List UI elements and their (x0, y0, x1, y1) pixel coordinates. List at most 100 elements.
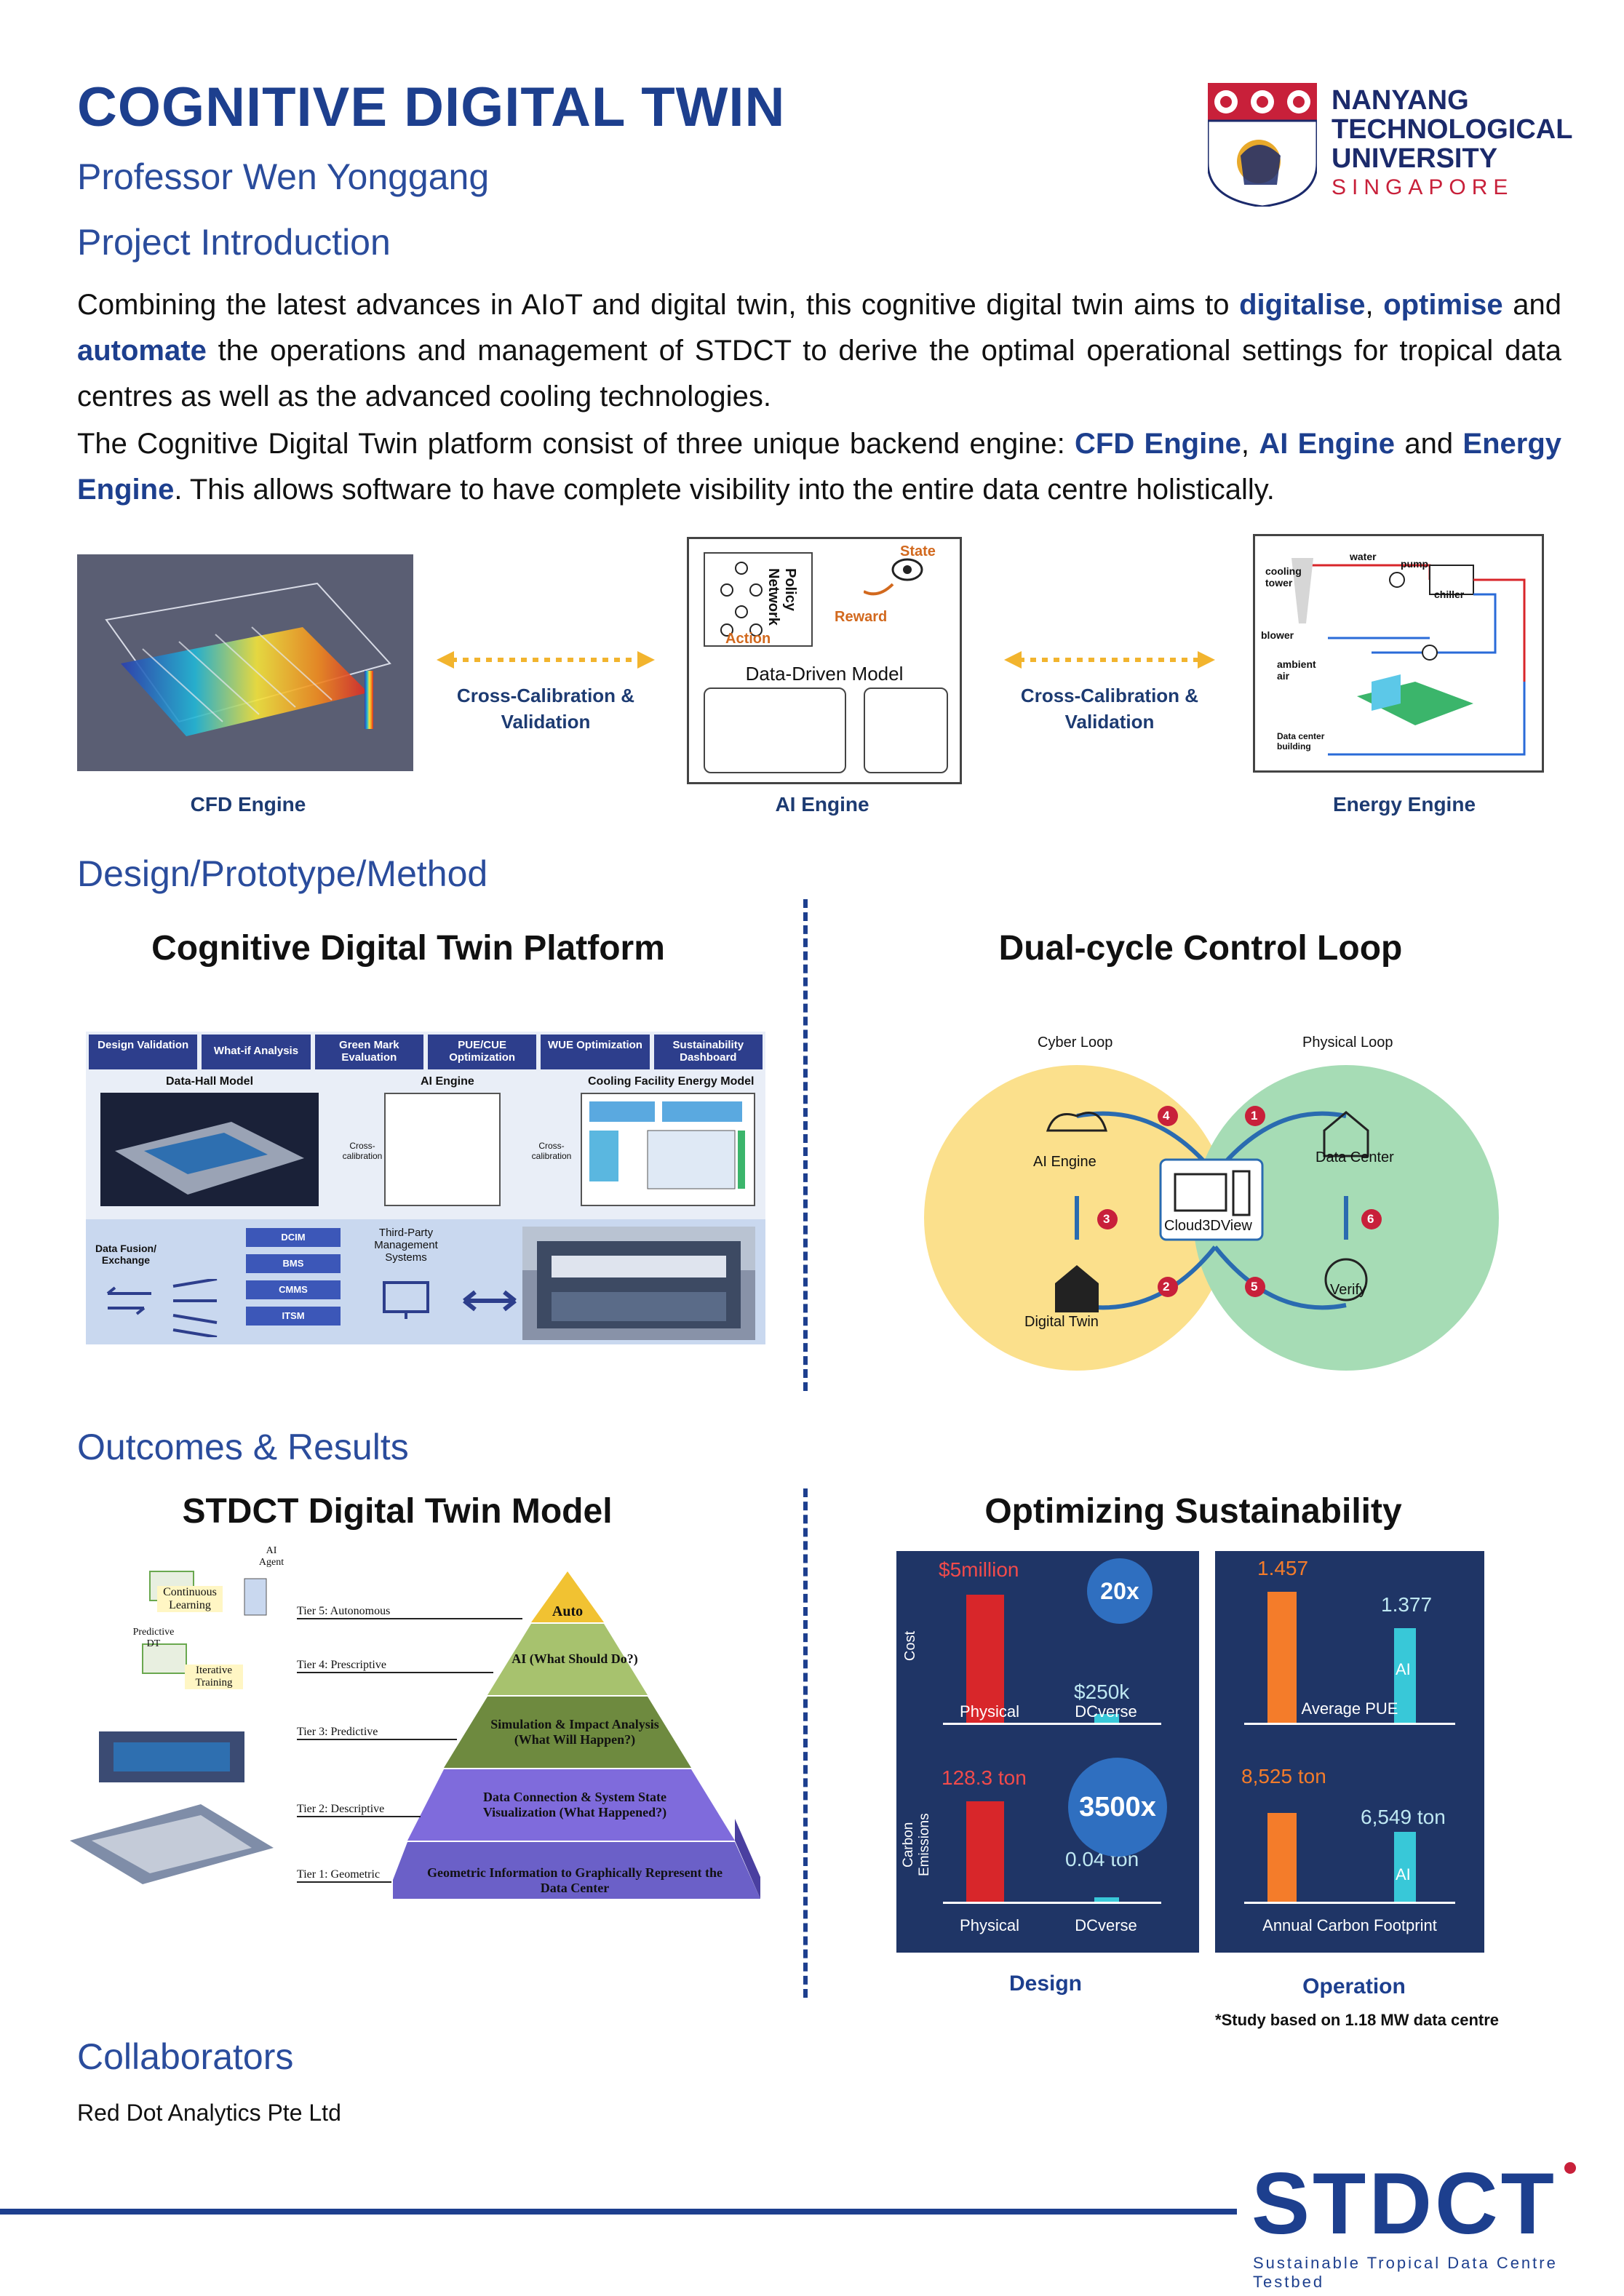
carbon-cat-1: Physical (960, 1916, 1019, 1934)
platform-diagram: Design Validation What-if Analysis Green… (86, 1032, 765, 1344)
step-3: 3 (1103, 1212, 1110, 1226)
tier-2-label: Tier 2: Descriptive (297, 1803, 421, 1817)
energy-water-1: water (1350, 551, 1377, 562)
tier-4-level (487, 1624, 648, 1695)
ai-action-label: Action (725, 631, 771, 647)
brain-head-icon (1324, 1258, 1368, 1302)
intro-p2-e: and (1395, 428, 1463, 460)
ai-state-label: State (900, 543, 936, 559)
intro-p1-a: Combining the latest advances in AIoT an… (77, 289, 1240, 321)
ai-engine-small-label: AI Engine (421, 1075, 474, 1088)
cyber-loop-label: Cyber Loop (1038, 1035, 1113, 1051)
author-name: Professor Wen Yonggang (77, 156, 490, 197)
tier-4-label: Tier 4: Prescriptive (297, 1659, 493, 1673)
double-arrow-icon-2 (1004, 651, 1215, 669)
exchange-arrows-icon (106, 1279, 218, 1337)
cooling-render (589, 1101, 745, 1189)
pue-ai-tag: AI (1396, 1660, 1411, 1678)
tier-3-text: Simulation & Impact Analysis (What Will … (490, 1717, 659, 1747)
collab-name: Red Dot Analytics Pte Ltd (77, 2100, 341, 2126)
cost-baseline (943, 1723, 1161, 1725)
cooling-label: Cooling Facility Energy Model (588, 1075, 755, 1088)
loop-cloud3dview: Cloud3DView (1164, 1218, 1252, 1234)
system-item: ITSM (246, 1307, 341, 1326)
datahall-label: Data-Hall Model (166, 1075, 254, 1088)
intro-p1-g: the operations and management of STDCT t… (77, 335, 1561, 412)
system-item: CMMS (246, 1280, 341, 1299)
third-party-label: Third-Party Management Systems (374, 1227, 438, 1264)
study-note: *Study based on 1.18 MW data centre (1215, 2011, 1499, 2029)
ntu-crest-icon (1208, 83, 1317, 207)
cross-calibration-label-1: Cross-Calibration & Validation (437, 682, 655, 735)
tier-5-label: Tier 5: Autonomous (297, 1605, 522, 1619)
acf-chart: 8,525 ton 6,549 ton AI Annual Carbon Foo… (1215, 1743, 1484, 1953)
data-driven-model-label: Data-Driven Model (745, 663, 904, 685)
intro-p1-c: , (1365, 289, 1384, 321)
tier-5-text: Auto (552, 1603, 584, 1619)
cost-ratio-badge: 20x (1087, 1558, 1153, 1624)
tier-pyramid (393, 1571, 760, 1899)
carbon-ratio-badge: 3500x (1068, 1758, 1167, 1857)
dt-illustrations (70, 1571, 274, 1884)
ntu-line3: UNIVERSITY (1332, 143, 1498, 174)
intro-p2-d: AI Engine (1259, 428, 1395, 460)
ntu-logo-text: NANYANG TECHNOLOGICAL UNIVERSITY SINGAPO… (1332, 86, 1572, 202)
cost-axis: Cost (902, 1631, 918, 1662)
control-loop-diagram (924, 1065, 1499, 1371)
digital-twin-house-icon (1055, 1265, 1099, 1312)
cost-bar-physical (966, 1595, 1004, 1723)
building-render (522, 1227, 755, 1328)
network-icon (720, 562, 763, 637)
dt-model-title: STDCT Digital Twin Model (182, 1492, 613, 1531)
datahall-render (115, 1122, 304, 1195)
ntu-line4: SINGAPORE (1332, 175, 1514, 199)
loop-ai-engine: AI Engine (1033, 1154, 1096, 1170)
cross-cal-small-2: Cross- calibration (531, 1141, 572, 1161)
system-item: BMS (246, 1254, 341, 1273)
iterative-training: Iterative Training (185, 1665, 243, 1689)
cloud3dview-box (1159, 1158, 1264, 1241)
acf-bar-2 (1394, 1832, 1416, 1902)
loop-verify: Verify (1330, 1282, 1367, 1298)
tier-3-label: Tier 3: Predictive (297, 1726, 457, 1740)
policy-network-box: Policy Network (704, 552, 813, 647)
ai-agent-label: AI Agent (258, 1545, 284, 1568)
tier-1-text: Geometric Information to Graphically Rep… (426, 1865, 723, 1895)
predictive-dt-label: Predictive DT (132, 1627, 175, 1649)
intro-paragraph-2: The Cognitive Digital Twin platform cons… (77, 421, 1561, 513)
energy-loop-icon (1291, 558, 1526, 756)
model-box-1 (704, 687, 846, 773)
fusion-label: Data Fusion/ Exchange (95, 1243, 156, 1266)
ai-engine-mini (384, 1093, 501, 1206)
pue-chart: 1.457 1.377 AI (1215, 1551, 1484, 1743)
datahall-image (100, 1093, 319, 1206)
acf-value-1: 8,525 ton (1241, 1765, 1326, 1787)
outcomes-heading: Outcomes & Results (77, 1427, 409, 1467)
tier-5-level (531, 1571, 604, 1622)
design-divider (803, 899, 808, 1391)
acf-ai-tag: AI (1396, 1865, 1411, 1884)
system-list: DCIM BMS CMMS ITSM (246, 1228, 341, 1326)
cloud-monitor-icon (1174, 1173, 1227, 1212)
platform-tab: Design Validation (89, 1035, 198, 1069)
step-1: 1 (1251, 1109, 1258, 1123)
cost-value-1: $5million (939, 1558, 1019, 1581)
design-heading: Design/Prototype/Method (77, 853, 488, 894)
policy-network-text: Policy Network (765, 568, 798, 626)
operation-label: Operation (1302, 1974, 1406, 1998)
intro-p1-b: digitalise (1239, 289, 1366, 321)
cost-value-2: $250k (1074, 1681, 1130, 1703)
intro-heading: Project Introduction (77, 222, 391, 263)
page-title: COGNITIVE DIGITAL TWIN (77, 76, 786, 138)
intro-p1-f: automate (77, 335, 207, 367)
carbon-cat-2: DCverse (1075, 1916, 1137, 1934)
intro-p2-a: The Cognitive Digital Twin platform cons… (77, 428, 1075, 460)
cost-cat-2: DCverse (1075, 1702, 1137, 1721)
stdct-tagline: Sustainable Tropical Data Centre Testbed (1253, 2254, 1558, 2291)
cc1-line2: Validation (501, 711, 591, 733)
carbon-chart: 128.3 ton 0.04 ton 3500x Carbon Emission… (896, 1743, 1199, 1953)
loop-data-center: Data Center (1315, 1149, 1394, 1165)
data-center-house-icon (1323, 1111, 1369, 1157)
platform-tab: What-if Analysis (202, 1035, 311, 1069)
cross-calibration-label-2: Cross-Calibration & Validation (1004, 682, 1215, 735)
